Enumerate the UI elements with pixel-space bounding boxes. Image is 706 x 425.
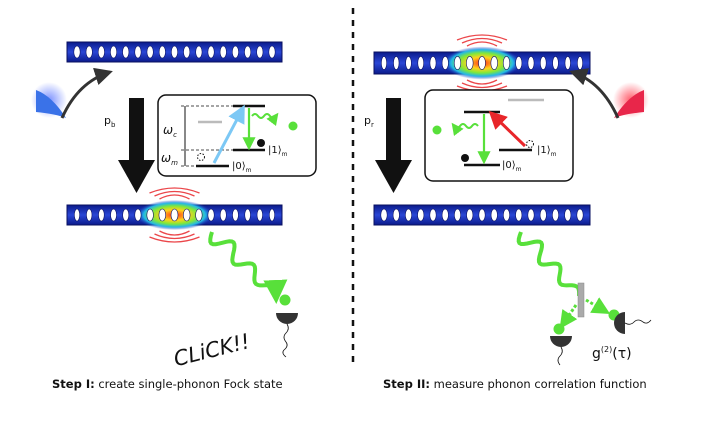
omega-m-label: ωm [161, 151, 178, 167]
step1-beam-bottom [66, 187, 283, 243]
blue-laser-pulse [31, 82, 67, 118]
step1-caption: Step I: create single-phonon Fock state [52, 377, 283, 391]
step2-ket0: |0⟩m [502, 160, 522, 173]
step1-level-box [157, 94, 317, 177]
omega-c-label: ωc [163, 123, 177, 139]
step2-pump-label: pr [364, 114, 374, 129]
split-arrow-down [559, 304, 578, 329]
step1-caption-text: create single-phonon Fock state [94, 377, 283, 391]
step2-panel: pr |0⟩m |1⟩m [364, 34, 652, 366]
step2-ket1: |1⟩m [537, 145, 557, 158]
step1-down-arrow [118, 98, 155, 193]
step2-caption-bold: Step II: [383, 377, 430, 391]
step1-beam-top [66, 41, 283, 63]
step1-curved-arrow [60, 67, 113, 119]
step1-photon-wave [208, 231, 288, 304]
step2-photon-down [553, 323, 565, 335]
step2-curved-arrow [569, 68, 620, 119]
step2-photon-wave [516, 231, 582, 297]
step1-caption-bold: Step I: [52, 377, 95, 391]
red-laser-pulse [613, 82, 649, 118]
step2-caption-text: measure phonon correlation function [429, 377, 647, 391]
step1-panel: pb ωc ωm |0⟩m |1⟩m [31, 41, 317, 371]
step2-beam-bottom [373, 204, 591, 226]
step1-ket0: |0⟩m [232, 161, 252, 174]
g2-label: g(2)(τ) [592, 345, 632, 362]
step1-photon [279, 294, 291, 306]
step1-ket1: |1⟩m [268, 145, 288, 158]
step2-detector-right-icon [614, 312, 652, 334]
step2-level-box [424, 89, 574, 182]
step2-down-arrow [375, 98, 412, 193]
beam-splitter [577, 282, 585, 318]
step1-detector-icon [276, 313, 298, 358]
click-label: CLiCK!! [171, 329, 252, 371]
step2-caption: Step II: measure phonon correlation func… [383, 377, 647, 391]
step2-beam-top [373, 34, 591, 92]
split-arrow-right [585, 297, 611, 315]
step2-detector-bottom-icon [550, 336, 572, 366]
step1-pump-label: pb [104, 114, 116, 129]
